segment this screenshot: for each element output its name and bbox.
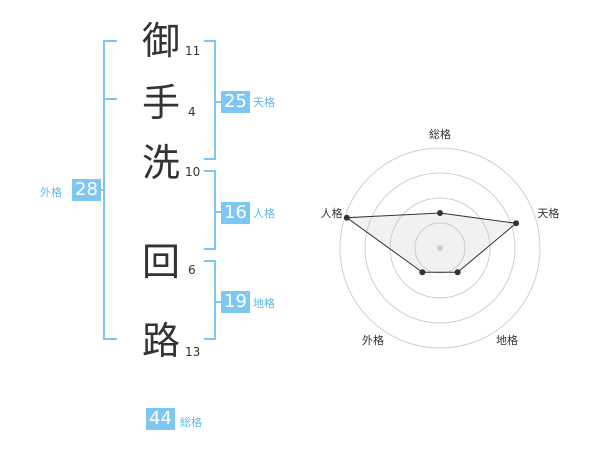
radar-ring xyxy=(339,147,541,349)
stroke-count-1: 11 xyxy=(185,44,201,58)
jinkaku-badge: 16 xyxy=(221,202,250,224)
name-char-5: 路 xyxy=(142,319,181,363)
radar-points xyxy=(343,210,520,276)
radar-rings xyxy=(339,147,541,349)
tenkaku-label: 天格 xyxy=(253,96,275,109)
radar-polygon xyxy=(345,212,518,273)
stroke-count-2: 4 xyxy=(188,105,196,119)
gaikaku-bracket-tick xyxy=(103,98,117,100)
tenkaku-connector xyxy=(214,101,222,103)
chikaku-label: 地格 xyxy=(253,297,275,310)
radar-ring xyxy=(414,222,466,274)
chikaku-connector xyxy=(214,301,222,303)
radar-center-dot xyxy=(437,245,443,251)
name-char-1: 御 xyxy=(142,19,181,63)
radar-ring xyxy=(389,197,491,299)
chikaku-badge: 19 xyxy=(221,291,250,313)
jinkaku-bracket xyxy=(204,170,216,250)
tenkaku-badge: 25 xyxy=(221,91,250,113)
gaikaku-badge: 28 xyxy=(72,179,101,201)
name-char-3: 洗 xyxy=(142,141,181,185)
radar-axis-label: 外格 xyxy=(362,333,384,347)
radar-point xyxy=(419,269,426,276)
chikaku-bracket xyxy=(204,260,216,340)
stroke-count-3: 10 xyxy=(185,165,201,179)
name-char-2: 手 xyxy=(142,81,181,125)
radar-point xyxy=(437,210,443,216)
radar-point xyxy=(513,220,520,227)
radar-axis-label: 天格 xyxy=(537,206,559,220)
soukaku-badge: 44 xyxy=(146,408,175,430)
radar-ring xyxy=(364,172,516,324)
gaikaku-bracket xyxy=(103,40,117,340)
stroke-count-4: 6 xyxy=(188,263,196,277)
radar-point xyxy=(343,214,350,221)
radar-axis-label: 総格 xyxy=(429,127,451,141)
tenkaku-bracket xyxy=(204,40,216,160)
radar-axis-label: 人格 xyxy=(321,206,343,220)
radar-point xyxy=(454,269,461,276)
soukaku-label: 総格 xyxy=(180,416,202,429)
name-char-4: 回 xyxy=(142,240,181,284)
jinkaku-connector xyxy=(214,211,222,213)
stroke-count-5: 13 xyxy=(185,345,201,359)
gaikaku-connector xyxy=(97,189,105,191)
radar-axis-label: 地格 xyxy=(496,333,518,347)
jinkaku-label: 人格 xyxy=(253,207,275,220)
gaikaku-label: 外格 xyxy=(40,186,62,199)
